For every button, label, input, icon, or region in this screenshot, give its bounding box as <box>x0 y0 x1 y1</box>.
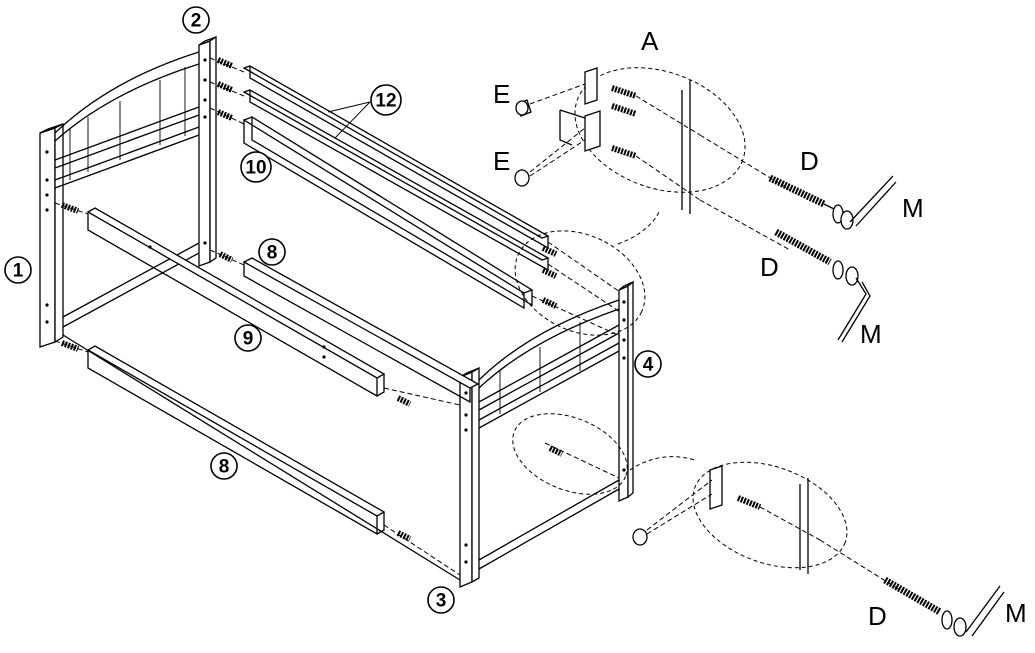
right-slats <box>499 322 581 414</box>
post-1-side <box>54 122 64 344</box>
detail-b-block <box>709 465 723 510</box>
left-rail-3b <box>54 134 200 189</box>
right-rail-2 <box>478 324 620 411</box>
rail-10-side <box>251 117 533 307</box>
back-rails <box>242 65 550 310</box>
left-end-frame <box>39 35 217 348</box>
right-rail-3 <box>478 342 620 429</box>
svg-text:9: 9 <box>243 329 254 350</box>
label-d-detail-b: D <box>868 601 887 631</box>
post-3-holes <box>464 391 468 564</box>
detail-a-dash <box>635 95 791 251</box>
post-2-front-face <box>198 40 211 267</box>
rail-8-back-top <box>242 257 480 389</box>
label-part-9: 9 <box>234 324 262 352</box>
right-top-rail-curve <box>478 299 620 381</box>
detail-a <box>514 67 897 343</box>
label-e-lower: E <box>493 146 510 176</box>
svg-text:8: 8 <box>219 457 230 478</box>
svg-text:4: 4 <box>643 355 654 376</box>
svg-text:12: 12 <box>375 91 396 112</box>
detail-b-dash <box>759 506 901 591</box>
label-part-8-back: 8 <box>258 238 286 266</box>
left-slats <box>69 67 186 180</box>
right-top-rail-curve-b <box>478 308 620 389</box>
callout-ellipses <box>512 209 696 495</box>
frame-base-front <box>62 334 461 581</box>
label-part-3: 3 <box>427 586 455 614</box>
rail-9-end <box>376 374 385 397</box>
label-a: A <box>641 26 659 56</box>
post-3-front-face <box>459 371 473 588</box>
rail-8-front-face <box>87 350 378 536</box>
label-m-lower: M <box>860 319 882 349</box>
post-2-holes <box>203 58 207 245</box>
left-rail-2 <box>54 106 200 161</box>
side-rails <box>62 207 480 581</box>
detail-b-ellipse <box>692 461 848 569</box>
post-4-holes <box>622 300 626 472</box>
detail-a-ellipse <box>574 67 746 193</box>
bolt-d-detail-b <box>883 576 1005 637</box>
post-1-front-face <box>39 127 56 348</box>
callout-ellipse-upper <box>514 230 646 336</box>
post-2-side <box>209 35 217 264</box>
detail-a-block-upper <box>584 67 598 105</box>
detail-a-post <box>681 80 691 214</box>
label-part-8-front: 8 <box>210 452 238 480</box>
label-m-detail-b: M <box>1005 598 1027 628</box>
post-3-side <box>471 366 480 584</box>
detail-a-block-lower <box>584 110 601 152</box>
right-end-frame <box>459 280 634 588</box>
detail-b <box>632 461 1005 637</box>
callout-connector-lower <box>629 456 696 471</box>
left-top-rail-curve-b <box>54 63 200 142</box>
label-part-4: 4 <box>634 350 662 378</box>
label-d-upper: D <box>800 146 819 176</box>
detail-a-bracket <box>559 109 586 146</box>
svg-text:8: 8 <box>267 243 278 264</box>
label-part-1: 1 <box>4 256 32 284</box>
label-part-10: 10 <box>240 151 272 183</box>
post-4-side <box>627 280 634 499</box>
svg-text:1: 1 <box>13 261 24 282</box>
label-m-upper: M <box>902 193 924 223</box>
bolt-d-lower <box>774 228 871 343</box>
rail-10-front <box>243 120 525 310</box>
rail-8-front-top <box>86 345 386 517</box>
detail-b-post <box>799 478 809 574</box>
cap-e-detail-b <box>632 479 713 546</box>
svg-text:10: 10 <box>245 158 266 179</box>
label-part-2: 2 <box>182 6 210 34</box>
right-lower-rail <box>478 479 620 570</box>
cap-e-upper <box>515 83 586 117</box>
label-e-upper: E <box>493 79 510 109</box>
callout-connector-upper <box>617 209 661 245</box>
svg-text:3: 3 <box>436 591 447 612</box>
label-part-12: 12 <box>327 84 402 139</box>
rail-9-front <box>87 212 378 398</box>
rail-8-back-front <box>243 262 471 404</box>
bolt-d-upper <box>768 174 897 230</box>
rail-8-front-end <box>376 512 385 535</box>
post-1-holes <box>45 150 49 324</box>
callout-ellipse-lower <box>512 413 628 495</box>
left-top-rail-curve <box>54 51 200 134</box>
assembly-dash-lines <box>54 57 621 576</box>
svg-text:2: 2 <box>191 11 202 32</box>
left-rail-2b <box>54 114 200 169</box>
rail-9-top <box>86 207 386 379</box>
label-d-lower: D <box>760 252 779 282</box>
cap-e-lower <box>514 127 586 187</box>
left-rail-3 <box>54 126 200 181</box>
